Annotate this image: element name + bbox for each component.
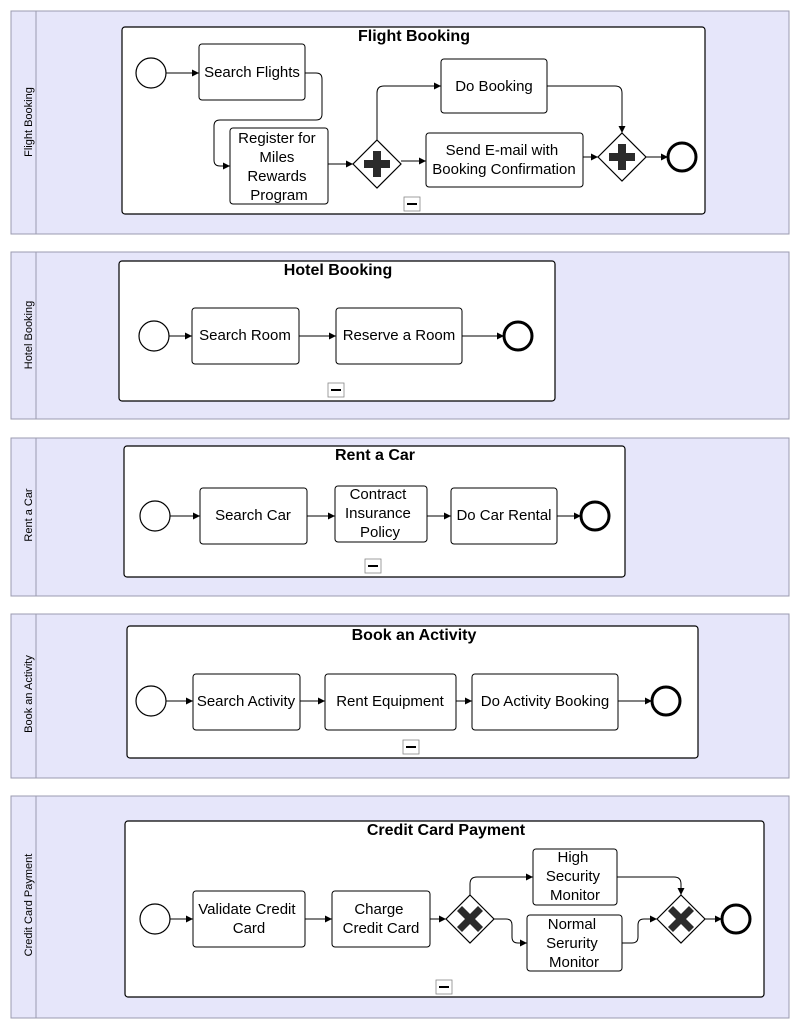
- svg-text:Do Booking: Do Booking: [455, 78, 533, 95]
- svg-text:Search Room: Search Room: [199, 327, 291, 344]
- end-event[interactable]: [666, 141, 698, 173]
- x-icon: [457, 906, 483, 932]
- sequence-flow[interactable]: [547, 85, 626, 133]
- task-do-booking[interactable]: Do Booking: [440, 58, 548, 114]
- start-event[interactable]: [139, 903, 171, 935]
- end-event[interactable]: [579, 500, 611, 532]
- task-search-car[interactable]: Search Car: [199, 487, 308, 545]
- gateway-parallel-join[interactable]: [597, 132, 647, 182]
- lane-label: Credit Card Payment: [23, 854, 35, 957]
- lane-rent-a-car: Rent a Car Rent a Car Search Car Contrac…: [10, 437, 790, 597]
- sequence-flow[interactable]: [494, 918, 527, 947]
- sequence-flow[interactable]: [213, 72, 323, 170]
- svg-text:Register for Miles: Register for Miles Rewards Program: [238, 130, 320, 204]
- sequence-flow[interactable]: [617, 876, 685, 895]
- svg-text:Contract Insurance: Contract Insurance Policy: [345, 486, 415, 541]
- sequence-flow[interactable]: [469, 873, 533, 895]
- task-do-activity-booking[interactable]: Do Activity Booking: [471, 673, 619, 731]
- svg-text:High Security: High Security Monitor: [546, 849, 604, 904]
- lane-hotel-booking: Hotel Booking Hotel Booking Search Room …: [10, 251, 790, 420]
- gateway-exclusive-join[interactable]: [656, 894, 706, 944]
- svg-text:Charge Credit Card: Charge Credit Card: [343, 901, 420, 937]
- start-event[interactable]: [135, 685, 167, 717]
- collapse-button[interactable]: [403, 196, 421, 212]
- task-high-security-monitor[interactable]: High Security Monitor: [532, 848, 618, 906]
- task-reserve-room[interactable]: Reserve a Room: [335, 307, 463, 365]
- gateway-exclusive-split[interactable]: [445, 894, 495, 944]
- subprocess-title: Book an Activity: [352, 627, 477, 644]
- collapse-button[interactable]: [364, 558, 382, 574]
- collapse-button[interactable]: [327, 382, 345, 398]
- subprocess-title: Hotel Booking: [284, 262, 392, 279]
- x-icon: [668, 906, 694, 932]
- end-event[interactable]: [650, 685, 682, 717]
- plus-icon: [609, 144, 635, 170]
- lane-flight-booking: Flight Booking Flight Booking Search Fli…: [10, 10, 790, 235]
- task-contract-insurance[interactable]: Contract Insurance Policy: [334, 485, 428, 543]
- sequence-flow[interactable]: [622, 915, 657, 944]
- gateway-parallel-split[interactable]: [352, 139, 402, 189]
- task-send-email[interactable]: Send E-mail with Booking Confirmation: [425, 132, 584, 188]
- svg-text:Send E-mail with Booki: Send E-mail with Booking Confirmation: [432, 142, 575, 178]
- task-search-room[interactable]: Search Room: [191, 307, 300, 365]
- lane-credit-card-payment: Credit Card Payment Credit Card Payment …: [10, 795, 790, 1019]
- start-event[interactable]: [135, 57, 167, 89]
- task-do-car-rental[interactable]: Do Car Rental: [450, 487, 558, 545]
- subprocess-title: Flight Booking: [358, 28, 470, 45]
- lane-label: Hotel Booking: [23, 301, 35, 370]
- task-charge-credit-card[interactable]: Charge Credit Card: [331, 890, 431, 948]
- collapse-button[interactable]: [402, 739, 420, 755]
- lane-label: Book an Activity: [23, 655, 35, 733]
- end-event[interactable]: [720, 903, 752, 935]
- lane-label: Rent a Car: [23, 488, 35, 542]
- subprocess-title: Credit Card Payment: [367, 822, 526, 839]
- svg-text:Validate Credit Card: Validate Credit Card: [198, 901, 299, 937]
- collapse-button[interactable]: [435, 979, 453, 995]
- task-normal-security-monitor[interactable]: Normal Serurity Monitor: [526, 914, 623, 972]
- plus-icon: [364, 151, 390, 177]
- start-event[interactable]: [138, 320, 170, 352]
- svg-text:Rent Equipment: Rent Equipment: [336, 693, 444, 710]
- svg-text:Search Car: Search Car: [215, 507, 291, 524]
- subprocess-title: Rent a Car: [335, 447, 415, 464]
- task-search-flights[interactable]: Search Flights: [198, 43, 306, 101]
- end-event[interactable]: [502, 320, 534, 352]
- task-rent-equipment[interactable]: Rent Equipment: [324, 673, 457, 731]
- task-validate-credit-card[interactable]: Validate Credit Card: [192, 890, 306, 948]
- svg-text:Normal Serurity: Normal Serurity Monitor: [546, 916, 602, 971]
- start-event[interactable]: [139, 500, 171, 532]
- lane-label: Flight Booking: [23, 87, 35, 157]
- task-search-activity[interactable]: Search Activity: [192, 673, 301, 731]
- sequence-flow[interactable]: [376, 82, 441, 140]
- svg-text:Reserve a Room: Reserve a Room: [343, 327, 456, 344]
- svg-text:Search Activity: Search Activity: [197, 693, 296, 710]
- svg-text:Do Car Rental: Do Car Rental: [456, 507, 551, 524]
- task-register-miles[interactable]: Register for Miles Rewards Program: [229, 127, 329, 205]
- lane-book-an-activity: Book an Activity Book an Activity Search…: [10, 613, 790, 779]
- svg-text:Do Activity Booking: Do Activity Booking: [481, 693, 609, 710]
- svg-text:Search Flights: Search Flights: [204, 64, 300, 81]
